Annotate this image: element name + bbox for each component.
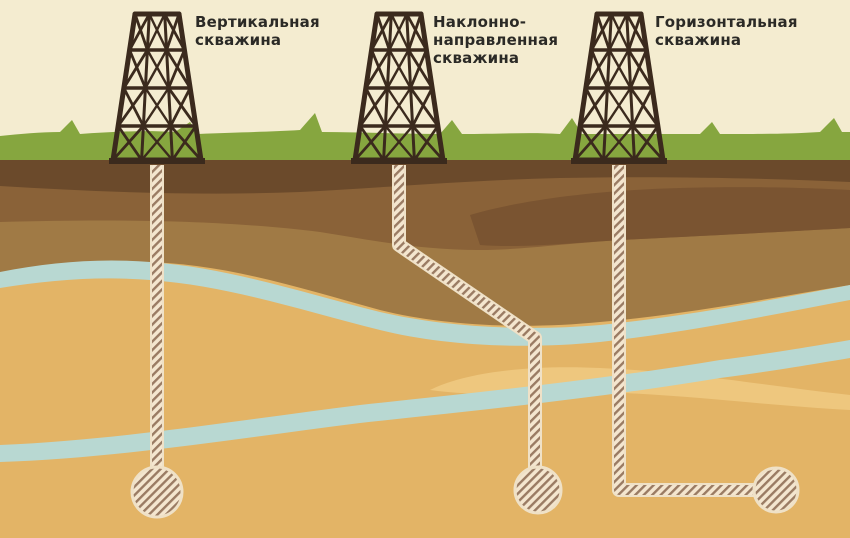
rig-beam <box>144 86 172 128</box>
directional-well-label: Наклонно- направленная скважина <box>433 13 558 67</box>
rig-beam <box>386 48 410 90</box>
rig-beam <box>627 12 643 52</box>
rig-beam <box>606 48 630 90</box>
rig-beam <box>169 124 203 162</box>
rig-beam <box>595 12 611 52</box>
rig-beam <box>128 12 151 52</box>
directional-well-label-line-2: направленная <box>433 31 559 49</box>
rig-beam <box>146 48 170 90</box>
grass-layer <box>0 113 850 160</box>
rig-beam <box>122 86 145 128</box>
vertical-well-rig-icon <box>109 11 205 164</box>
rig-beam <box>604 124 636 162</box>
rig-beam <box>388 48 412 90</box>
rig-beam <box>610 12 630 52</box>
rig-beam <box>165 12 181 52</box>
rig-beam <box>142 86 170 128</box>
rig-beam <box>590 12 613 52</box>
rig-beam <box>604 86 632 128</box>
rig-beam <box>405 12 428 52</box>
rig-beam <box>167 48 186 90</box>
vertical-well-bottomhole <box>130 465 184 519</box>
rig-beam <box>128 48 147 90</box>
rig-beam <box>169 86 192 128</box>
lower-water-layer <box>0 340 850 462</box>
rig-beam <box>364 48 391 90</box>
rig-beam <box>629 48 648 90</box>
vertical-wellbore <box>130 165 184 519</box>
horizontal-well-rig-icon <box>571 11 667 164</box>
rig-beam <box>602 124 634 162</box>
horizontal-well-bottomhole <box>752 466 800 514</box>
rig-beam <box>122 48 149 90</box>
directional-well-rig-icon <box>351 11 447 164</box>
rig-beam <box>133 12 149 52</box>
rig-beam <box>608 12 628 52</box>
rig-beam <box>625 12 648 52</box>
rig-beam <box>390 12 410 52</box>
rig-beam <box>370 12 393 52</box>
rig-beam <box>364 86 387 128</box>
rig-beam <box>573 124 607 162</box>
rig-beam <box>409 86 440 128</box>
rig-beam <box>116 86 147 128</box>
rig-beam <box>631 86 654 128</box>
rig-base <box>571 158 667 164</box>
horizontal-well-label: Горизонтальная скважина <box>655 13 798 49</box>
rig-beam <box>384 124 416 162</box>
rig-base <box>109 158 205 164</box>
rig-beam <box>111 124 145 162</box>
rig-beam <box>631 124 665 162</box>
rig-beam <box>606 86 634 128</box>
dark-soil-wedge <box>470 187 850 247</box>
rig-beam <box>627 48 654 90</box>
rig-beam <box>384 86 412 128</box>
rig-beam <box>407 48 434 90</box>
rig-beam <box>388 12 408 52</box>
horizontal-wellbore <box>612 165 800 514</box>
rig-beam <box>629 86 660 128</box>
rig-beam <box>608 48 632 90</box>
rig-beam <box>407 12 423 52</box>
vertical-well-label: Вертикальная скважина <box>195 13 320 49</box>
vertical-well-label-line-2: скважина <box>195 31 282 49</box>
rig-base <box>351 158 447 164</box>
upper-water-layer <box>0 260 850 346</box>
rig-beam <box>411 124 445 162</box>
rig-beam <box>584 48 611 90</box>
rig-beam <box>353 124 387 162</box>
rig-beam <box>142 124 174 162</box>
rig-beam <box>140 124 172 162</box>
rig-beam <box>578 86 609 128</box>
horizontal-well-label-line-2: скважина <box>655 31 742 49</box>
rig-beam <box>148 12 168 52</box>
rig-beam <box>144 48 168 90</box>
rig-beam <box>584 86 607 128</box>
rig-beam <box>590 48 609 90</box>
horizontal-well-label-line-1: Горизонтальная <box>655 13 798 31</box>
rig-beam <box>167 86 198 128</box>
rig-beam <box>386 86 414 128</box>
rig-beam <box>370 48 389 90</box>
directional-well-bottomhole <box>513 465 563 515</box>
rig-beam <box>358 86 389 128</box>
vertical-well-label-line-1: Вертикальная <box>195 13 320 31</box>
directional-well-label-line-1: Наклонно- <box>433 13 527 31</box>
rig-beam <box>409 48 428 90</box>
rig-beam <box>375 12 391 52</box>
rig-beam <box>146 12 166 52</box>
rig-beam <box>163 12 186 52</box>
rig-beam <box>411 86 434 128</box>
directional-well-label-line-3: скважина <box>433 49 520 67</box>
directional-wellbore <box>392 165 563 515</box>
rig-beam <box>165 48 192 90</box>
rig-beam <box>382 124 414 162</box>
